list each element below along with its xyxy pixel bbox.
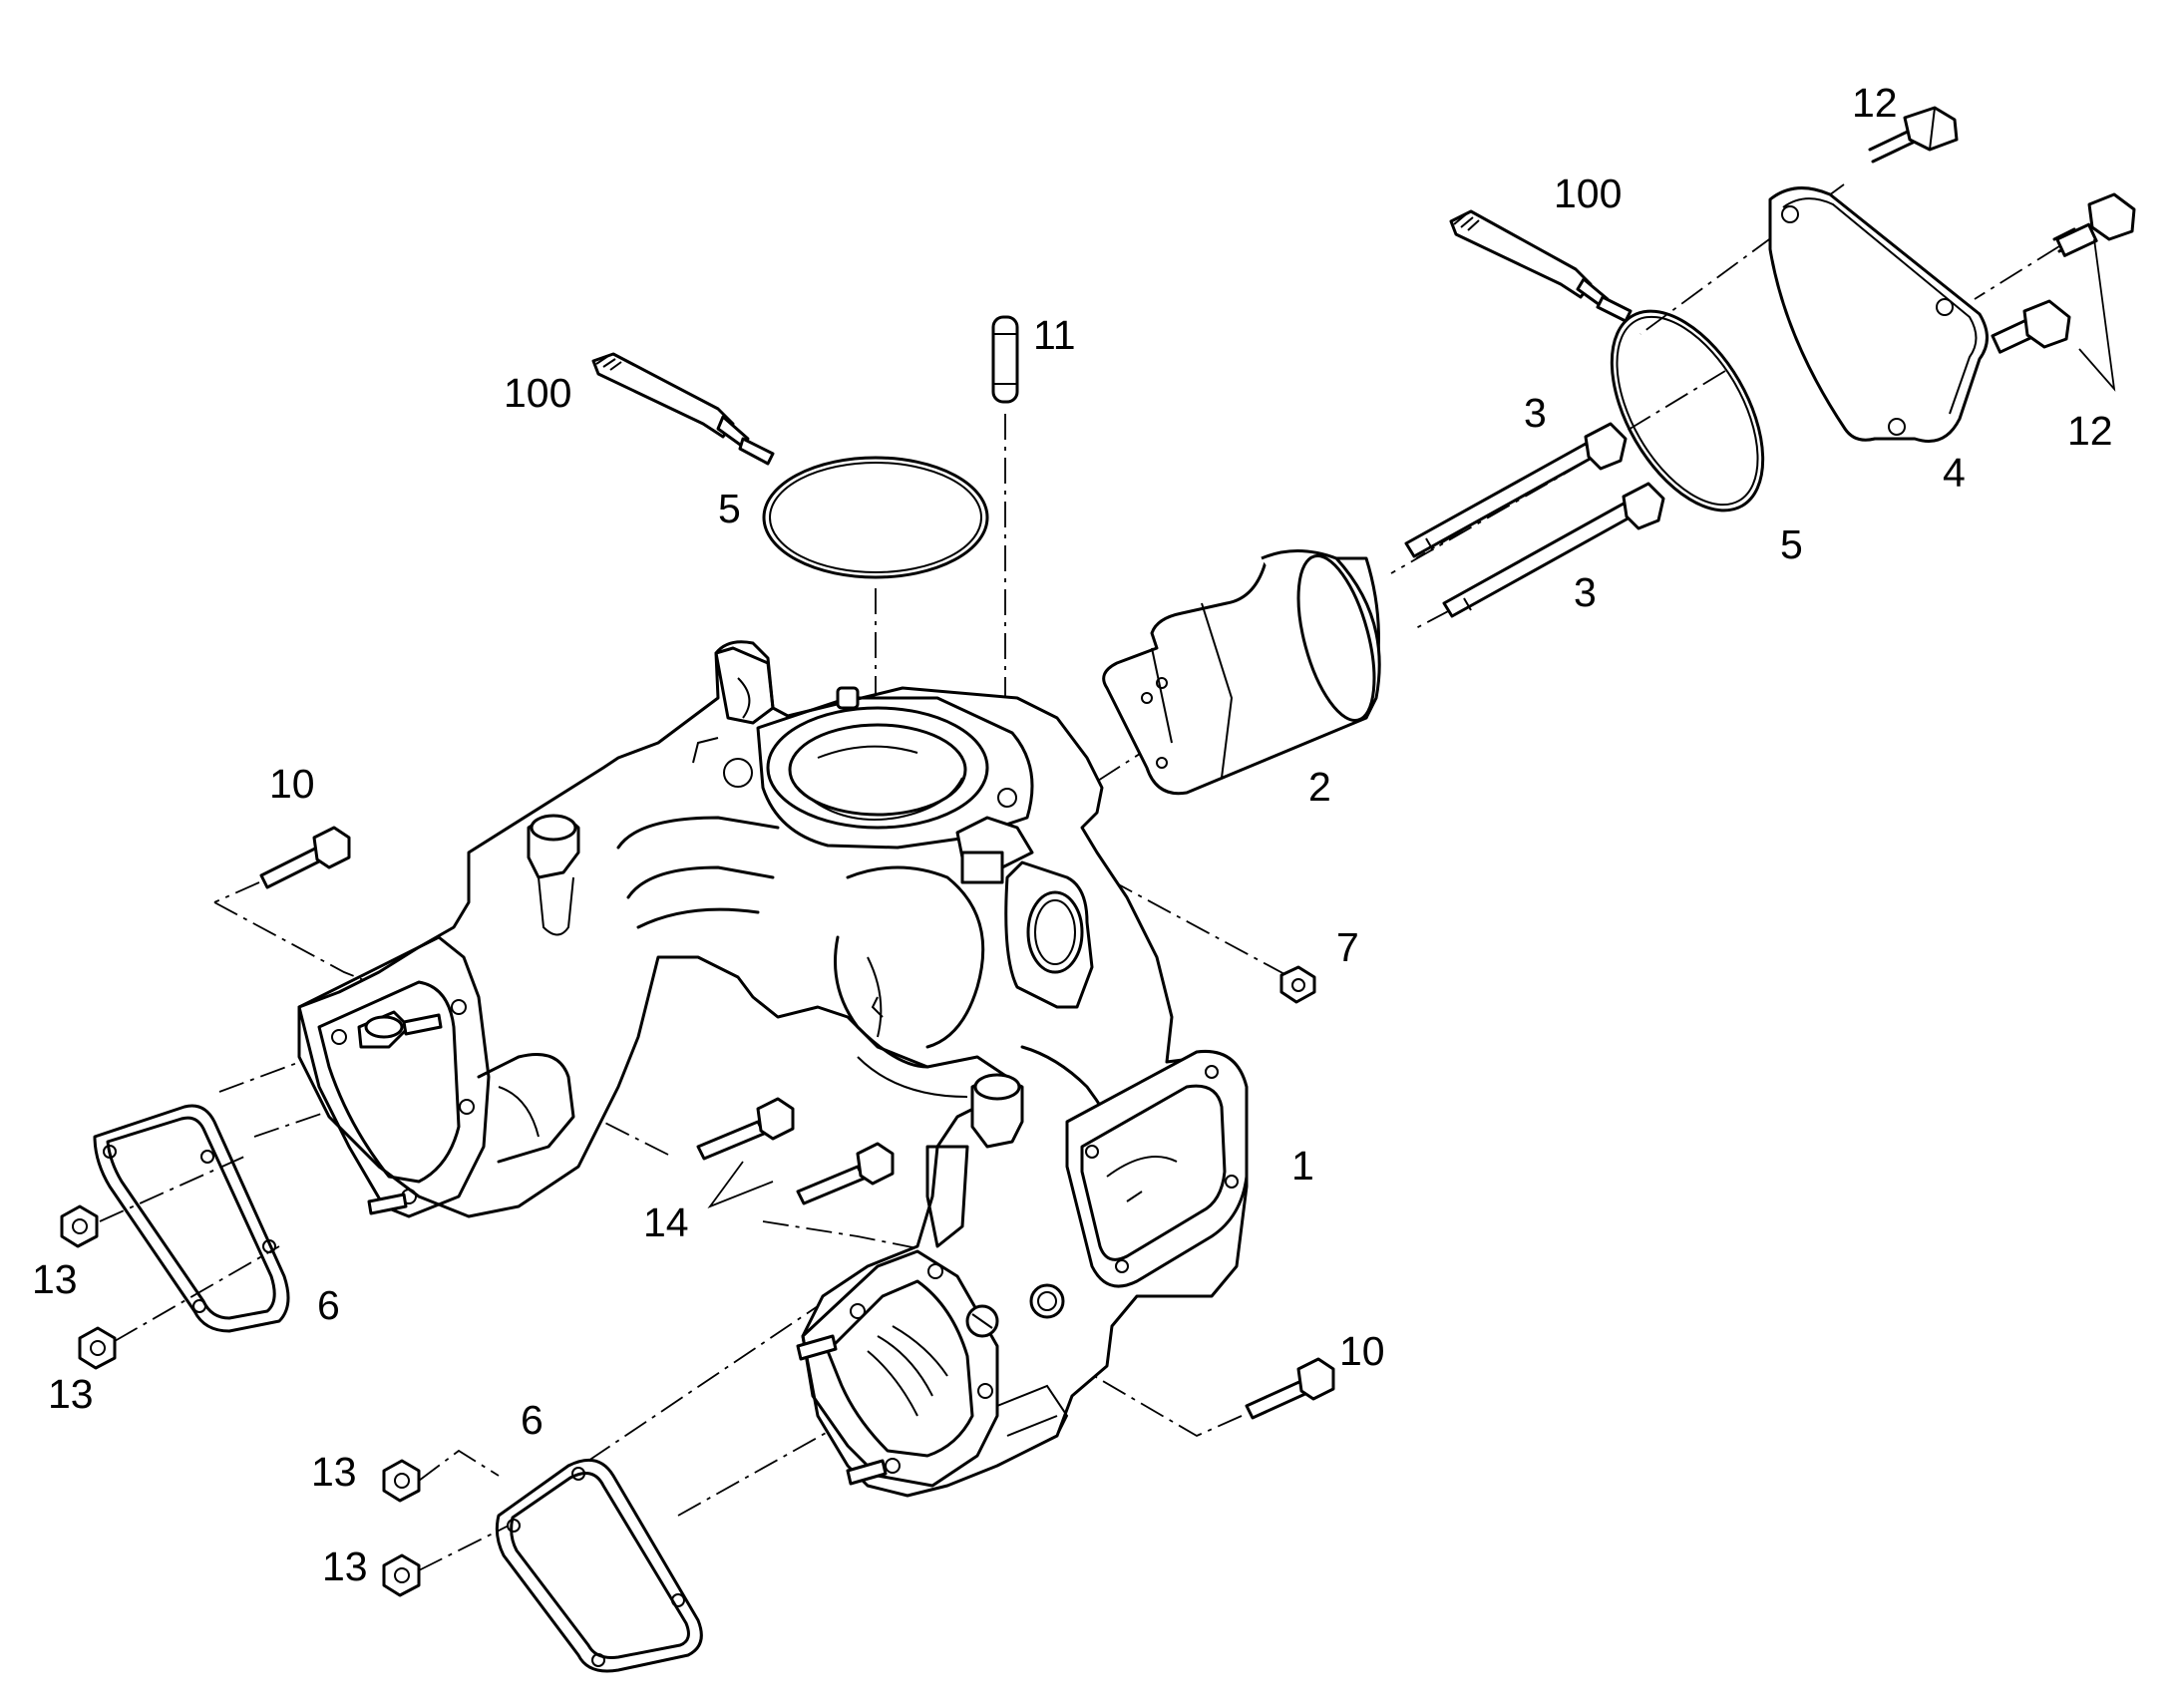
gasket-6-left — [93, 1104, 290, 1333]
nut-13-a — [60, 1204, 99, 1248]
sealant-tube-icon — [591, 352, 775, 466]
callout-4: 4 — [1943, 450, 1966, 496]
long-bolt-3-bottom — [1442, 482, 1665, 618]
callout-3-bottom: 3 — [1574, 569, 1597, 615]
callout-6-bottom: 6 — [521, 1397, 544, 1443]
callout-13-c: 13 — [311, 1449, 357, 1495]
long-bolt-3-top — [1404, 422, 1628, 558]
bolt-12-right-a — [2052, 192, 2136, 257]
callout-5-left: 5 — [718, 486, 741, 531]
callout-14: 14 — [643, 1199, 689, 1245]
bolt-14-b — [796, 1142, 895, 1205]
callout-100-left: 100 — [504, 370, 571, 416]
callout-3-top: 3 — [1524, 390, 1547, 436]
nut-7 — [1279, 965, 1316, 1004]
callout-13-d: 13 — [322, 1543, 368, 1589]
callout-13-a: 13 — [32, 1256, 78, 1302]
callout-12-right: 12 — [2067, 408, 2113, 454]
callout-10-bottom: 10 — [1339, 1328, 1385, 1374]
bolt-10-bottom — [1245, 1357, 1335, 1420]
bolt-12-top — [1868, 106, 1959, 164]
heat-exchanger-core — [1102, 549, 1381, 796]
callout-5-right: 5 — [1780, 521, 1803, 567]
gasket-6-bottom — [495, 1458, 703, 1673]
callout-13-b: 13 — [48, 1371, 94, 1417]
callout-labels: 12 100 11 100 3 12 4 5 5 3 2 10 7 1 14 1… — [32, 80, 2113, 1589]
nut-13-d — [382, 1553, 421, 1597]
manifold-housing — [297, 640, 1249, 1498]
callout-6-left: 6 — [317, 1282, 340, 1328]
bolt-12-right-b — [1991, 299, 2071, 354]
callout-2: 2 — [1308, 764, 1331, 810]
dowel-pin — [991, 315, 1019, 404]
nut-13-c — [382, 1459, 421, 1503]
o-ring-left — [762, 456, 989, 579]
callout-7: 7 — [1336, 924, 1359, 970]
o-ring-right — [1610, 309, 1765, 512]
nut-13-b — [78, 1326, 117, 1370]
cover-plate — [1768, 186, 1989, 443]
callout-1: 1 — [1291, 1143, 1314, 1189]
callout-11: 11 — [1033, 312, 1076, 358]
callout-10-top: 10 — [269, 761, 315, 807]
callout-100-right: 100 — [1554, 171, 1622, 216]
callout-12-top: 12 — [1852, 80, 1898, 126]
bolt-14-a — [696, 1097, 795, 1161]
sealant-tube-icon-right — [1449, 209, 1633, 323]
bolt-10-top — [259, 826, 351, 889]
